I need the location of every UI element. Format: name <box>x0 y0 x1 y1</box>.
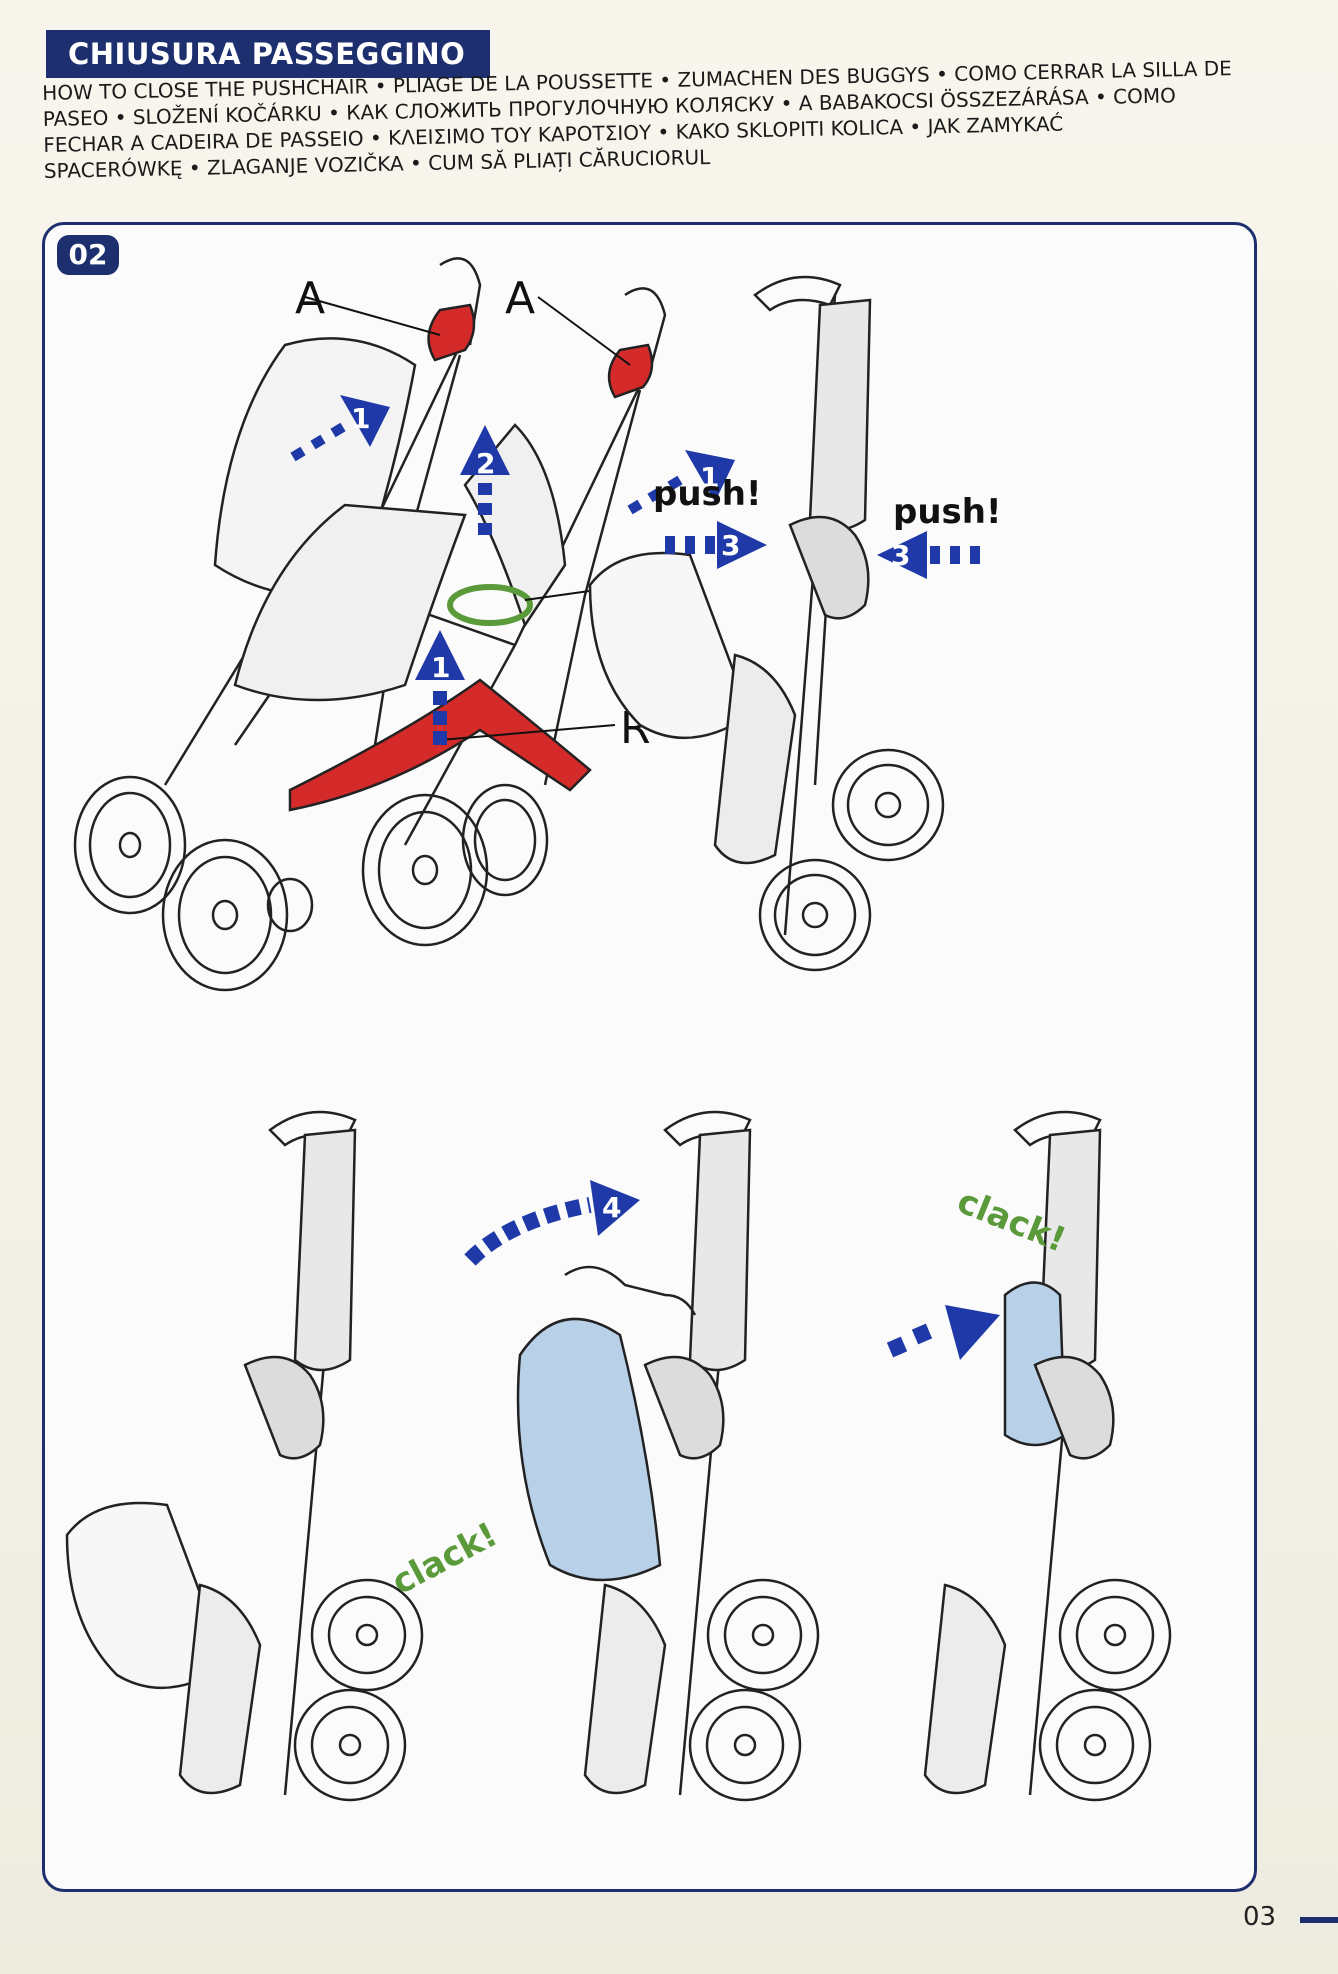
rear-right-wheel <box>461 783 549 897</box>
leader-a-left <box>304 296 441 336</box>
folded-wheel-lower <box>758 858 872 972</box>
front-left-wheel <box>73 775 187 915</box>
label-a-left: A <box>295 273 325 324</box>
arrow-label-1a: 1 <box>351 402 370 435</box>
stroller-step3-drawing <box>588 275 945 972</box>
section-title: CHIUSURA PASSEGGINO <box>46 30 490 78</box>
step-number-badge: 02 <box>57 235 119 275</box>
front-right-wheel <box>161 838 289 992</box>
arrow-1-right-handle: 1 <box>627 450 735 515</box>
arrow-3-right: 3 <box>665 521 767 569</box>
arrow-label-2: 2 <box>476 447 495 480</box>
folding-illustration: A A B R 1 1 2 <box>65 257 1172 1802</box>
leader-a-right <box>537 296 631 366</box>
page-number-dash <box>1300 1917 1338 1923</box>
push-label-right: push! <box>893 492 1002 532</box>
stroller-bottom-left-drawing <box>65 1110 424 1802</box>
arrow-1-left-handle: 1 <box>290 395 390 462</box>
right-release-button <box>607 343 654 399</box>
stroller-bottom-right-drawing <box>923 1110 1172 1802</box>
folded-wheel-upper <box>831 748 945 862</box>
arrow-1-up: 1 <box>415 630 465 745</box>
arrow-label-3a: 3 <box>721 529 740 562</box>
instruction-panel: A A B R 1 1 2 <box>42 222 1257 1892</box>
label-a-right: A <box>505 273 535 324</box>
arrow-4-curved: 4 <box>464 1180 640 1266</box>
green-ring-b <box>447 584 533 626</box>
open-stroller-drawing <box>73 257 667 992</box>
clack-label-1: clack! <box>385 1515 504 1603</box>
arrow-label-3b: 3 <box>891 539 910 572</box>
stroller-bottom-middle-drawing <box>516 1110 820 1802</box>
arrow-5-right <box>886 1305 1000 1360</box>
arrow-label-4: 4 <box>602 1191 621 1224</box>
arrow-label-1c: 1 <box>431 651 450 684</box>
push-label-left: push! <box>653 474 762 514</box>
leader-r <box>439 724 616 741</box>
arrow-2-up: 2 <box>460 425 510 535</box>
arrow-3-left: 3 <box>877 531 980 579</box>
arrow-label-1b: 1 <box>700 461 719 494</box>
page-number: 03 <box>1243 1902 1277 1932</box>
left-release-button <box>427 303 476 362</box>
